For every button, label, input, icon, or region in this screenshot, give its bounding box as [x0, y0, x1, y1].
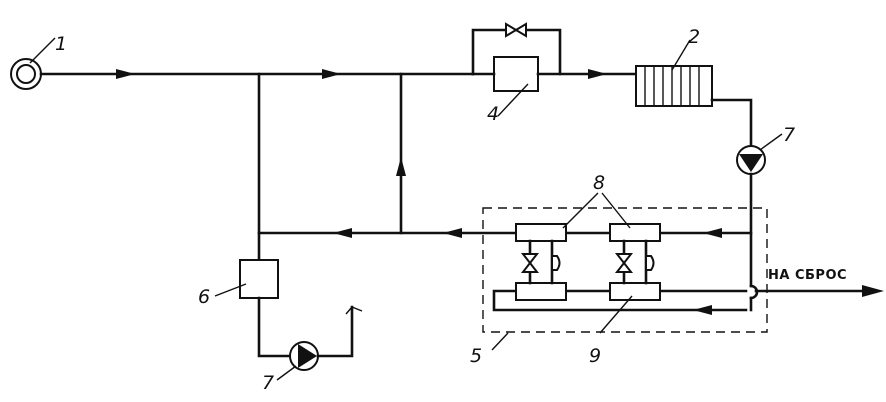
leader-line [599, 295, 633, 334]
flow-arrow [862, 285, 884, 297]
discharge-caption: НА СБРОС [768, 268, 847, 283]
header-9-right [609, 282, 661, 301]
leader-line [29, 37, 56, 64]
flow-arrow [693, 305, 712, 315]
heat-exchanger-2 [635, 65, 713, 107]
open-end-symbol [345, 306, 363, 315]
pipe-segment [257, 296, 292, 358]
label-6: 6 [198, 286, 210, 308]
label-7-left: 7 [262, 372, 274, 394]
unit-4 [493, 56, 539, 92]
header-8-left [515, 223, 567, 242]
flow-arrow [588, 69, 607, 79]
valve-icon [520, 253, 540, 273]
leader-line [562, 192, 599, 229]
flow-arrow [396, 157, 406, 176]
label-9: 9 [589, 345, 601, 367]
leader-line [491, 332, 509, 351]
label-8: 8 [593, 172, 605, 194]
flow-arrow [703, 228, 722, 238]
pump-7-right [736, 145, 766, 175]
header-9-left [515, 282, 567, 301]
block-5-boundary [482, 207, 768, 333]
label-5: 5 [470, 345, 482, 367]
flow-arrow [443, 228, 462, 238]
leader-line [759, 133, 783, 151]
valve-icon [614, 253, 634, 273]
leader-line [276, 365, 297, 381]
unit-6 [239, 259, 279, 299]
leader-line [497, 83, 529, 117]
flow-arrow [116, 69, 135, 79]
label-2: 2 [688, 26, 700, 48]
header-8-right [609, 223, 661, 242]
label-1: 1 [55, 33, 67, 55]
leader-line [214, 283, 247, 297]
source-symbol [10, 58, 42, 90]
flow-arrow [322, 69, 341, 79]
pump-7-left [289, 341, 319, 371]
label-4: 4 [487, 103, 499, 125]
pipe-segment [316, 305, 354, 358]
check-valve-icon [551, 255, 561, 271]
check-valve-icon [645, 255, 655, 271]
leader-line [671, 39, 691, 71]
leader-line [601, 192, 631, 229]
label-7-right: 7 [783, 124, 795, 146]
flow-arrow [333, 228, 352, 238]
pipe-segment [710, 98, 753, 148]
bypass-valve-icon [505, 22, 527, 38]
